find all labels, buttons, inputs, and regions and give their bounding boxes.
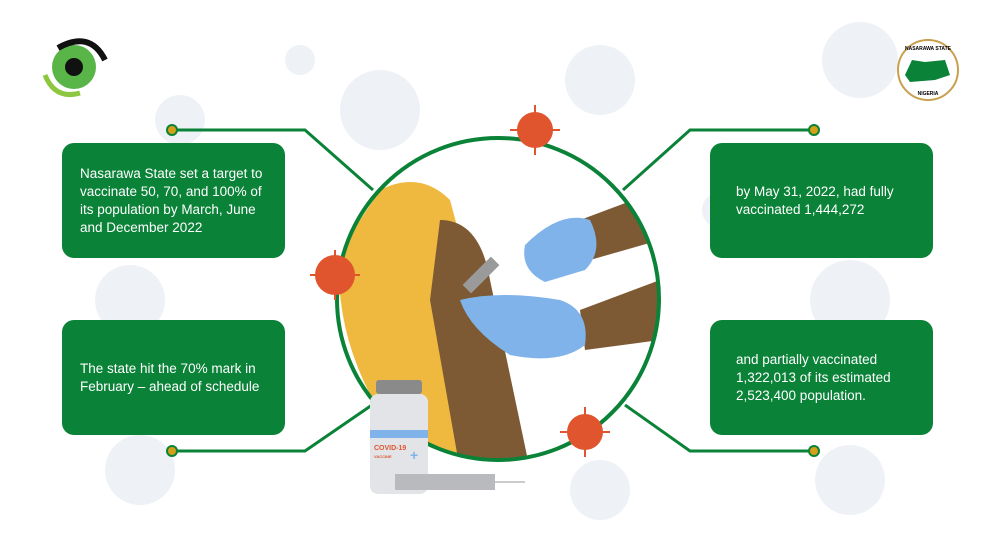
syringe-icon xyxy=(395,474,525,490)
info-text: and partially vaccinated 1,322,013 of it… xyxy=(736,351,891,403)
svg-text:NIGERIA: NIGERIA xyxy=(918,91,939,97)
connector-dots xyxy=(166,124,820,457)
svg-text:NASARAWA STATE: NASARAWA STATE xyxy=(905,46,952,52)
svg-text:+: + xyxy=(410,447,418,463)
info-box-targets: Nasarawa State set a target to vaccinate… xyxy=(62,143,285,258)
nasarawa-state-seal: NASARAWA STATE NIGERIA xyxy=(897,39,959,101)
eye-logo xyxy=(42,38,108,97)
connector-lines xyxy=(172,128,814,453)
vaccine-vial-icon: COVID-19 VACCINE + xyxy=(370,380,428,494)
info-text: by May 31, 2022, had fully vaccinated 1,… xyxy=(736,183,894,217)
scene-circle xyxy=(335,136,661,462)
vaccination-illustration xyxy=(337,138,659,460)
info-text: Nasarawa State set a target to vaccinate… xyxy=(80,165,263,235)
svg-text:COVID-19: COVID-19 xyxy=(374,445,406,452)
info-text: The state hit the 70% mark in February –… xyxy=(80,360,260,394)
info-box-70-percent: The state hit the 70% mark in February –… xyxy=(62,320,285,435)
info-box-fully-vaccinated: by May 31, 2022, had fully vaccinated 1,… xyxy=(710,143,933,258)
info-box-partially-vaccinated: and partially vaccinated 1,322,013 of it… xyxy=(710,320,933,435)
svg-text:VACCINE: VACCINE xyxy=(374,454,392,459)
virus-icons xyxy=(310,105,610,457)
